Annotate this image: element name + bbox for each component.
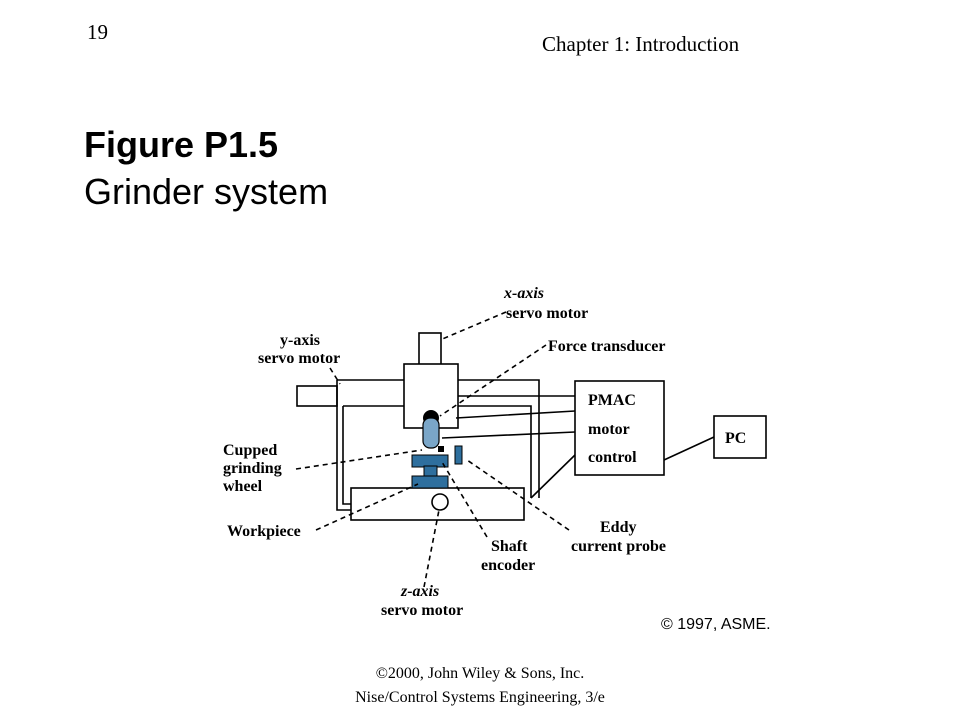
label-workpiece: Workpiece (227, 523, 301, 540)
copyright-notice: © 1997, ASME. (661, 616, 771, 633)
label-pmac-3: control (588, 449, 637, 466)
pmac-box (574, 380, 665, 476)
leader-eddy-probe (466, 459, 570, 531)
label-cupped-3: wheel (223, 478, 263, 495)
leader-x-axis (439, 311, 507, 341)
leader-z-axis (423, 509, 440, 588)
leader-y-axis (329, 367, 341, 385)
page-number: 19 (87, 20, 108, 44)
label-shaft-2: encoder (481, 557, 535, 574)
footer-book-title: Nise/Control Systems Engineering, 3/e (355, 689, 605, 706)
label-pmac-2: motor (588, 421, 630, 438)
label-x-axis-2: servo motor (506, 305, 588, 322)
label-cupped-2: grinding (223, 460, 282, 477)
leader-workpiece (315, 483, 419, 531)
z-axis-motor-circle (431, 493, 449, 511)
label-y-axis-2: servo motor (258, 350, 340, 367)
pc-box (713, 415, 767, 459)
y-axis-motor-shape (296, 385, 338, 407)
workpiece-top (411, 454, 449, 468)
footer-publisher: ©2000, John Wiley & Sons, Inc. (375, 665, 585, 682)
label-eddy-1: Eddy (600, 519, 636, 536)
leader-cupped-wheel (295, 449, 423, 470)
chapter-title: Chapter 1: Introduction (542, 32, 740, 56)
footer: ©2000, John Wiley & Sons, Inc. Nise/Cont… (0, 662, 960, 710)
label-eddy-2: current probe (571, 538, 666, 555)
probe-tip (438, 446, 444, 452)
leader-shaft-encoder (441, 461, 488, 538)
pc-connection (663, 436, 715, 461)
label-x-axis-1: x-axis (503, 285, 544, 302)
label-z-axis-1: z-axis (400, 583, 439, 600)
figure-title: Figure P1.5 (84, 124, 279, 165)
label-shaft-1: Shaft (491, 538, 528, 555)
cupped-grinding-wheel-shape (422, 417, 440, 449)
workpiece-base (411, 475, 449, 489)
label-cupped-1: Cupped (223, 442, 277, 459)
x-axis-motor-shape (418, 332, 442, 366)
label-y-axis-1: y-axis (280, 332, 320, 349)
eddy-current-probe-shape (454, 445, 463, 465)
label-pc: PC (725, 430, 746, 447)
pmac-connections (441, 395, 576, 499)
label-z-axis-2: servo motor (381, 602, 463, 619)
label-pmac-1: PMAC (588, 392, 636, 409)
figure-caption: Grinder system (84, 171, 329, 212)
leader-force-transducer (439, 344, 547, 417)
label-force-transducer: Force transducer (548, 338, 665, 355)
